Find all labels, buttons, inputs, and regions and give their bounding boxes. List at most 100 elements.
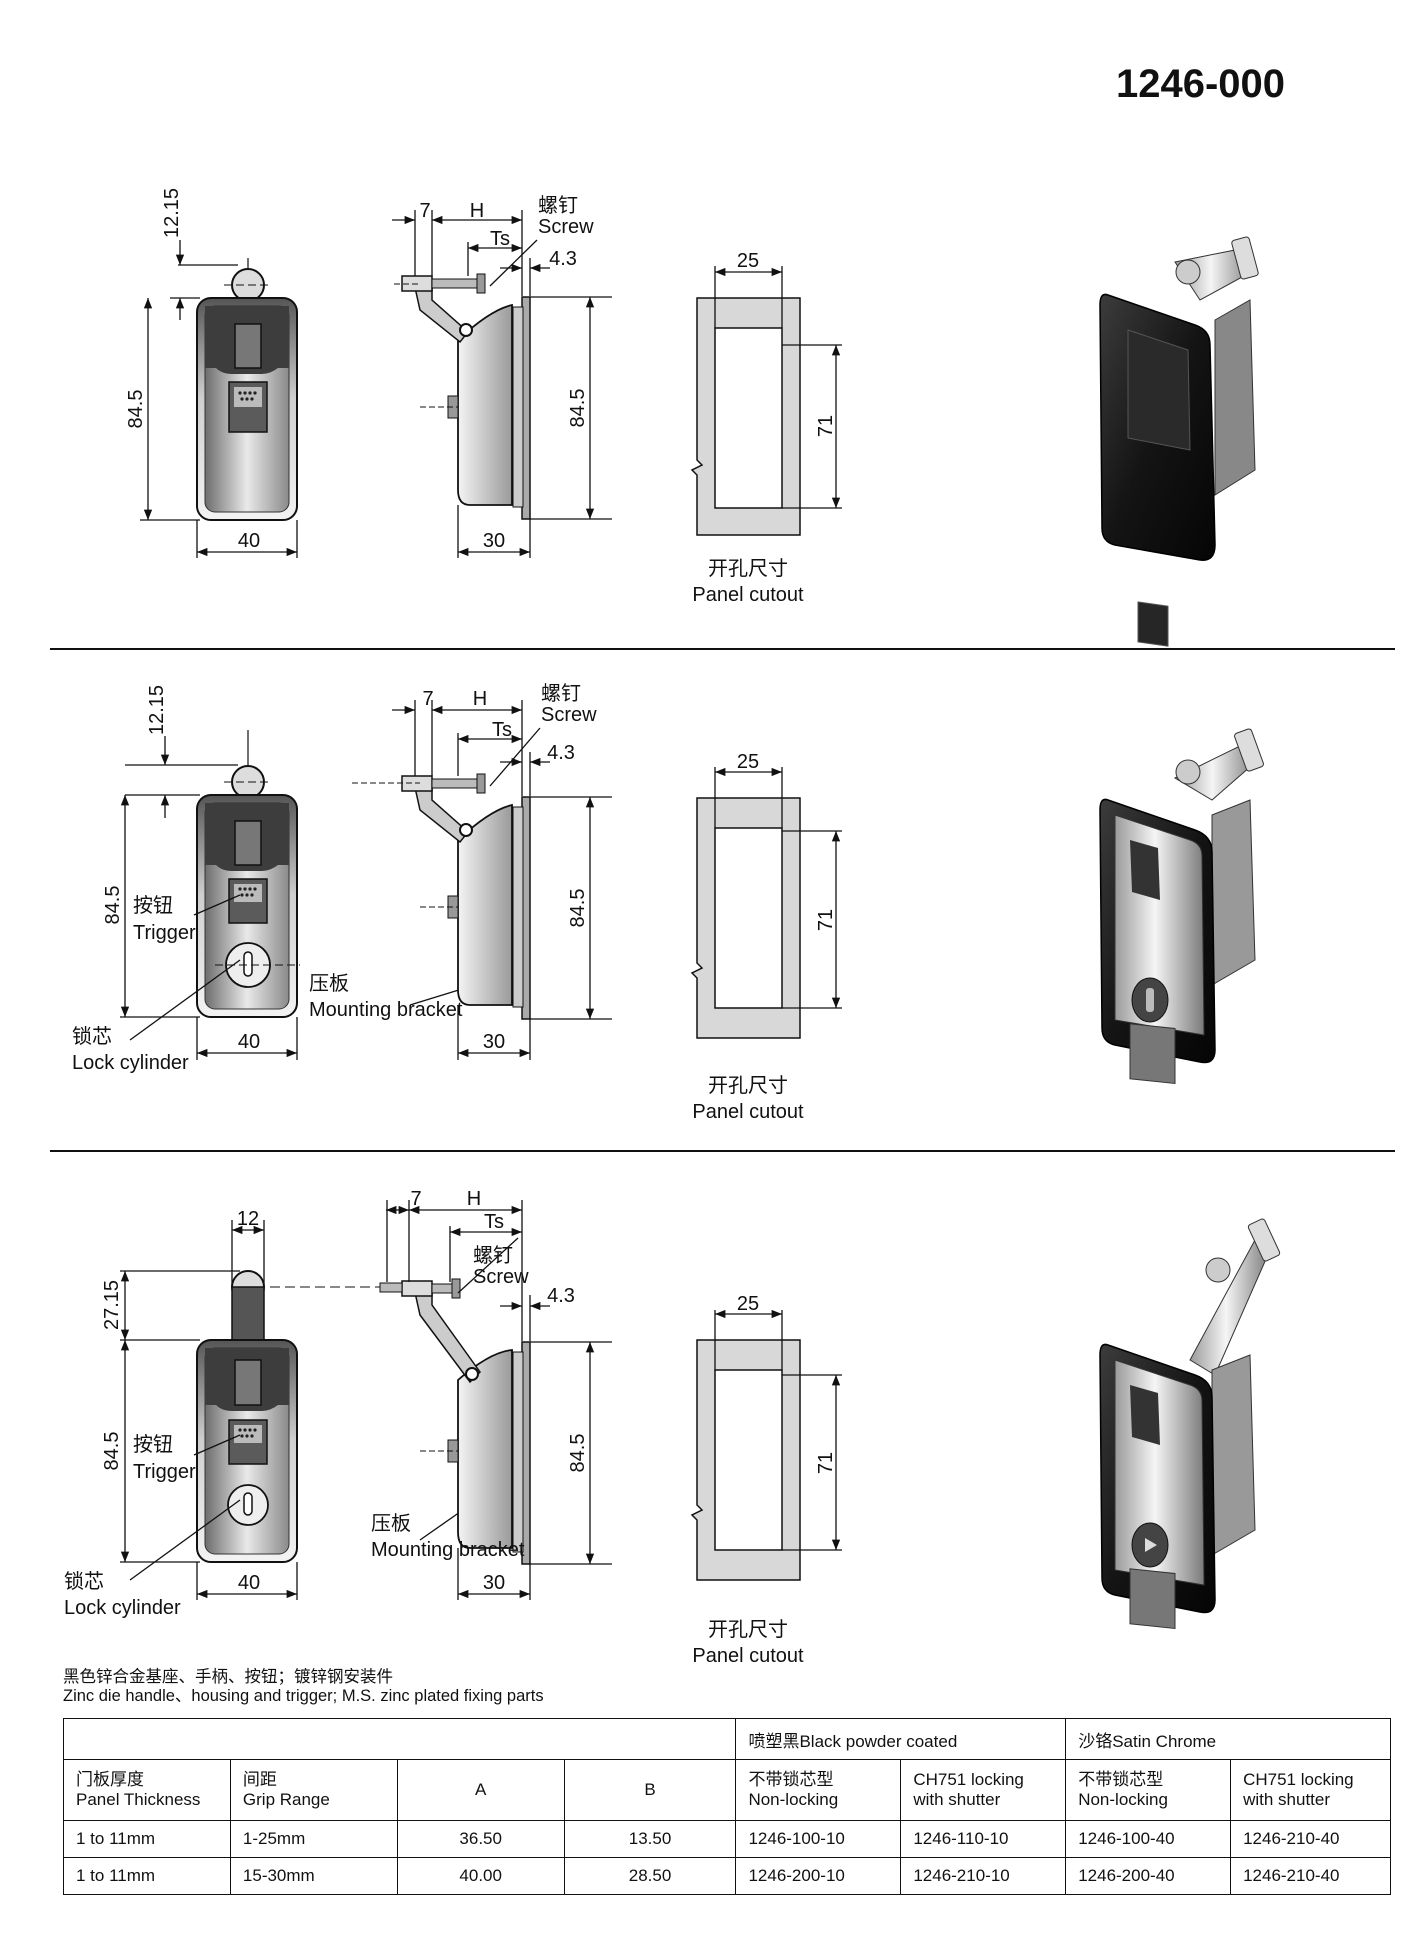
header-a: A — [396, 1759, 565, 1821]
cutout-label-cn: 开孔尺寸 — [708, 1074, 788, 1097]
table-cell: 40.00 — [396, 1857, 565, 1895]
table-cell: 15-30mm — [229, 1857, 398, 1895]
panel-cutout-view — [690, 297, 801, 536]
dim-cutout-width: 25 — [737, 1293, 759, 1315]
screw-label-cn: 螺钉 — [541, 682, 581, 705]
dim-4-3: 4.3 — [547, 742, 575, 764]
panel-cutout-view — [690, 1339, 801, 1581]
table-cell: 1246-210-10 — [900, 1857, 1067, 1895]
dim-cutout-height: 71 — [815, 1452, 837, 1474]
cylinder-label-cn: 锁芯 — [72, 1025, 112, 1048]
dim-cutout-width: 25 — [737, 751, 759, 773]
cylinder-label-en: Lock cylinder — [64, 1597, 181, 1619]
bracket-label-en: Mounting bracket — [371, 1539, 525, 1561]
cylinder-label-cn: 锁芯 — [64, 1570, 104, 1593]
bracket-label-cn: 压板 — [309, 972, 349, 995]
table-cell: 1246-110-10 — [900, 1820, 1067, 1858]
table-cell: 1-25mm — [229, 1820, 398, 1858]
cutout-label-cn: 开孔尺寸 — [708, 1618, 788, 1641]
screw-label-en: Screw — [541, 704, 597, 726]
dim-h: H — [467, 1188, 481, 1210]
dim-cutout-width: 25 — [737, 250, 759, 272]
dim-height: 84.5 — [125, 390, 147, 429]
table-row: 喷塑黑Black powder coated 沙铬Satin Chrome — [62, 1718, 1391, 1760]
dim-7: 7 — [419, 200, 430, 222]
dim-top-ear: 12.15 — [161, 188, 183, 238]
table-cell: 1246-100-10 — [735, 1820, 902, 1858]
dim-depth: 30 — [483, 1031, 505, 1053]
cutout-label-en: Panel cutout — [692, 1645, 804, 1667]
screw-label-en: Screw — [538, 216, 594, 238]
dim-h: H — [473, 688, 487, 710]
dim-depth: 30 — [483, 530, 505, 552]
table-cell: 1 to 11mm — [63, 1857, 231, 1895]
screw-label-en: Screw — [473, 1266, 529, 1288]
dim-7: 7 — [410, 1188, 421, 1210]
table-cell: 1246-200-40 — [1065, 1857, 1232, 1895]
dim-width: 40 — [238, 530, 260, 552]
material-note: 黑色锌合金基座、手柄、按钮；镀锌钢安装件 Zinc die handle、hou… — [63, 1668, 544, 1706]
dim-top-ear: 12.15 — [146, 685, 168, 735]
trigger-label-en: Trigger — [133, 1461, 196, 1483]
dim-width: 40 — [238, 1572, 260, 1594]
spec-table: 喷塑黑Black powder coated 沙铬Satin Chrome 门板… — [62, 1718, 1391, 1895]
dim-cutout-height: 71 — [815, 909, 837, 931]
dim-ear-width: 12 — [237, 1208, 259, 1230]
header-b: B — [563, 1759, 737, 1821]
dim-7: 7 — [422, 688, 433, 710]
table-cell: 36.50 — [396, 1820, 565, 1858]
row-2-drawing: 12.15 84.5 40 按钮 Trigger 锁芯 Lock cylinde… — [72, 682, 1264, 1123]
front-view — [196, 1270, 380, 1563]
dim-ts: Ts — [484, 1211, 504, 1233]
trigger-label-en: Trigger — [133, 922, 196, 944]
cutout-label-cn: 开孔尺寸 — [708, 557, 788, 580]
material-note-en: Zinc die handle、housing and trigger; M.S… — [63, 1687, 544, 1705]
cutout-label-en: Panel cutout — [692, 1101, 804, 1123]
table-cell: 1246-100-40 — [1065, 1820, 1232, 1858]
side-view — [379, 1278, 531, 1565]
table-cell: 1 to 11mm — [63, 1820, 231, 1858]
dim-top-ear: 27.15 — [101, 1280, 123, 1330]
dim-4-3: 4.3 — [547, 1285, 575, 1307]
material-note-cn: 黑色锌合金基座、手柄、按钮；镀锌钢安装件 — [63, 1668, 393, 1686]
product-photo-black-locking — [1099, 728, 1264, 1085]
panel-cutout-view — [690, 797, 801, 1039]
table-cell: 1246-210-40 — [1230, 1820, 1391, 1858]
cutout-label-en: Panel cutout — [692, 584, 804, 606]
dim-side-height: 84.5 — [567, 1434, 589, 1473]
cylinder-label-en: Lock cylinder — [72, 1052, 189, 1074]
screw-label-cn: 螺钉 — [473, 1244, 513, 1267]
side-view — [352, 773, 531, 1020]
finish-black-header: 喷塑黑Black powder coated — [735, 1718, 1067, 1760]
bracket-label-cn: 压板 — [371, 1512, 411, 1535]
front-view — [196, 730, 300, 1018]
table-cell: 1246-200-10 — [735, 1857, 902, 1895]
trigger-label-cn: 按钮 — [133, 894, 173, 917]
product-photo-black-shutter — [1099, 1218, 1281, 1630]
screw-label-cn: 螺钉 — [538, 194, 578, 217]
dim-4-3: 4.3 — [549, 248, 577, 270]
dim-height: 84.5 — [102, 886, 124, 925]
dim-depth: 30 — [483, 1572, 505, 1594]
dim-cutout-height: 71 — [815, 415, 837, 437]
finish-chrome-header: 沙铬Satin Chrome — [1065, 1718, 1391, 1760]
section-divider — [50, 1150, 1395, 1152]
row-1-drawing: 12.15 84.5 40 — [125, 188, 1259, 647]
table-cell — [62, 1718, 737, 1760]
table-cell: 13.50 — [563, 1820, 737, 1858]
table-cell: 28.50 — [563, 1857, 737, 1895]
product-photo-black — [1099, 236, 1259, 647]
dim-ts: Ts — [492, 719, 512, 741]
section-divider — [50, 648, 1395, 650]
table-cell: 1246-210-40 — [1230, 1857, 1391, 1895]
front-view — [196, 258, 298, 521]
dim-side-height: 84.5 — [567, 889, 589, 928]
bracket-label-en: Mounting bracket — [309, 999, 463, 1021]
